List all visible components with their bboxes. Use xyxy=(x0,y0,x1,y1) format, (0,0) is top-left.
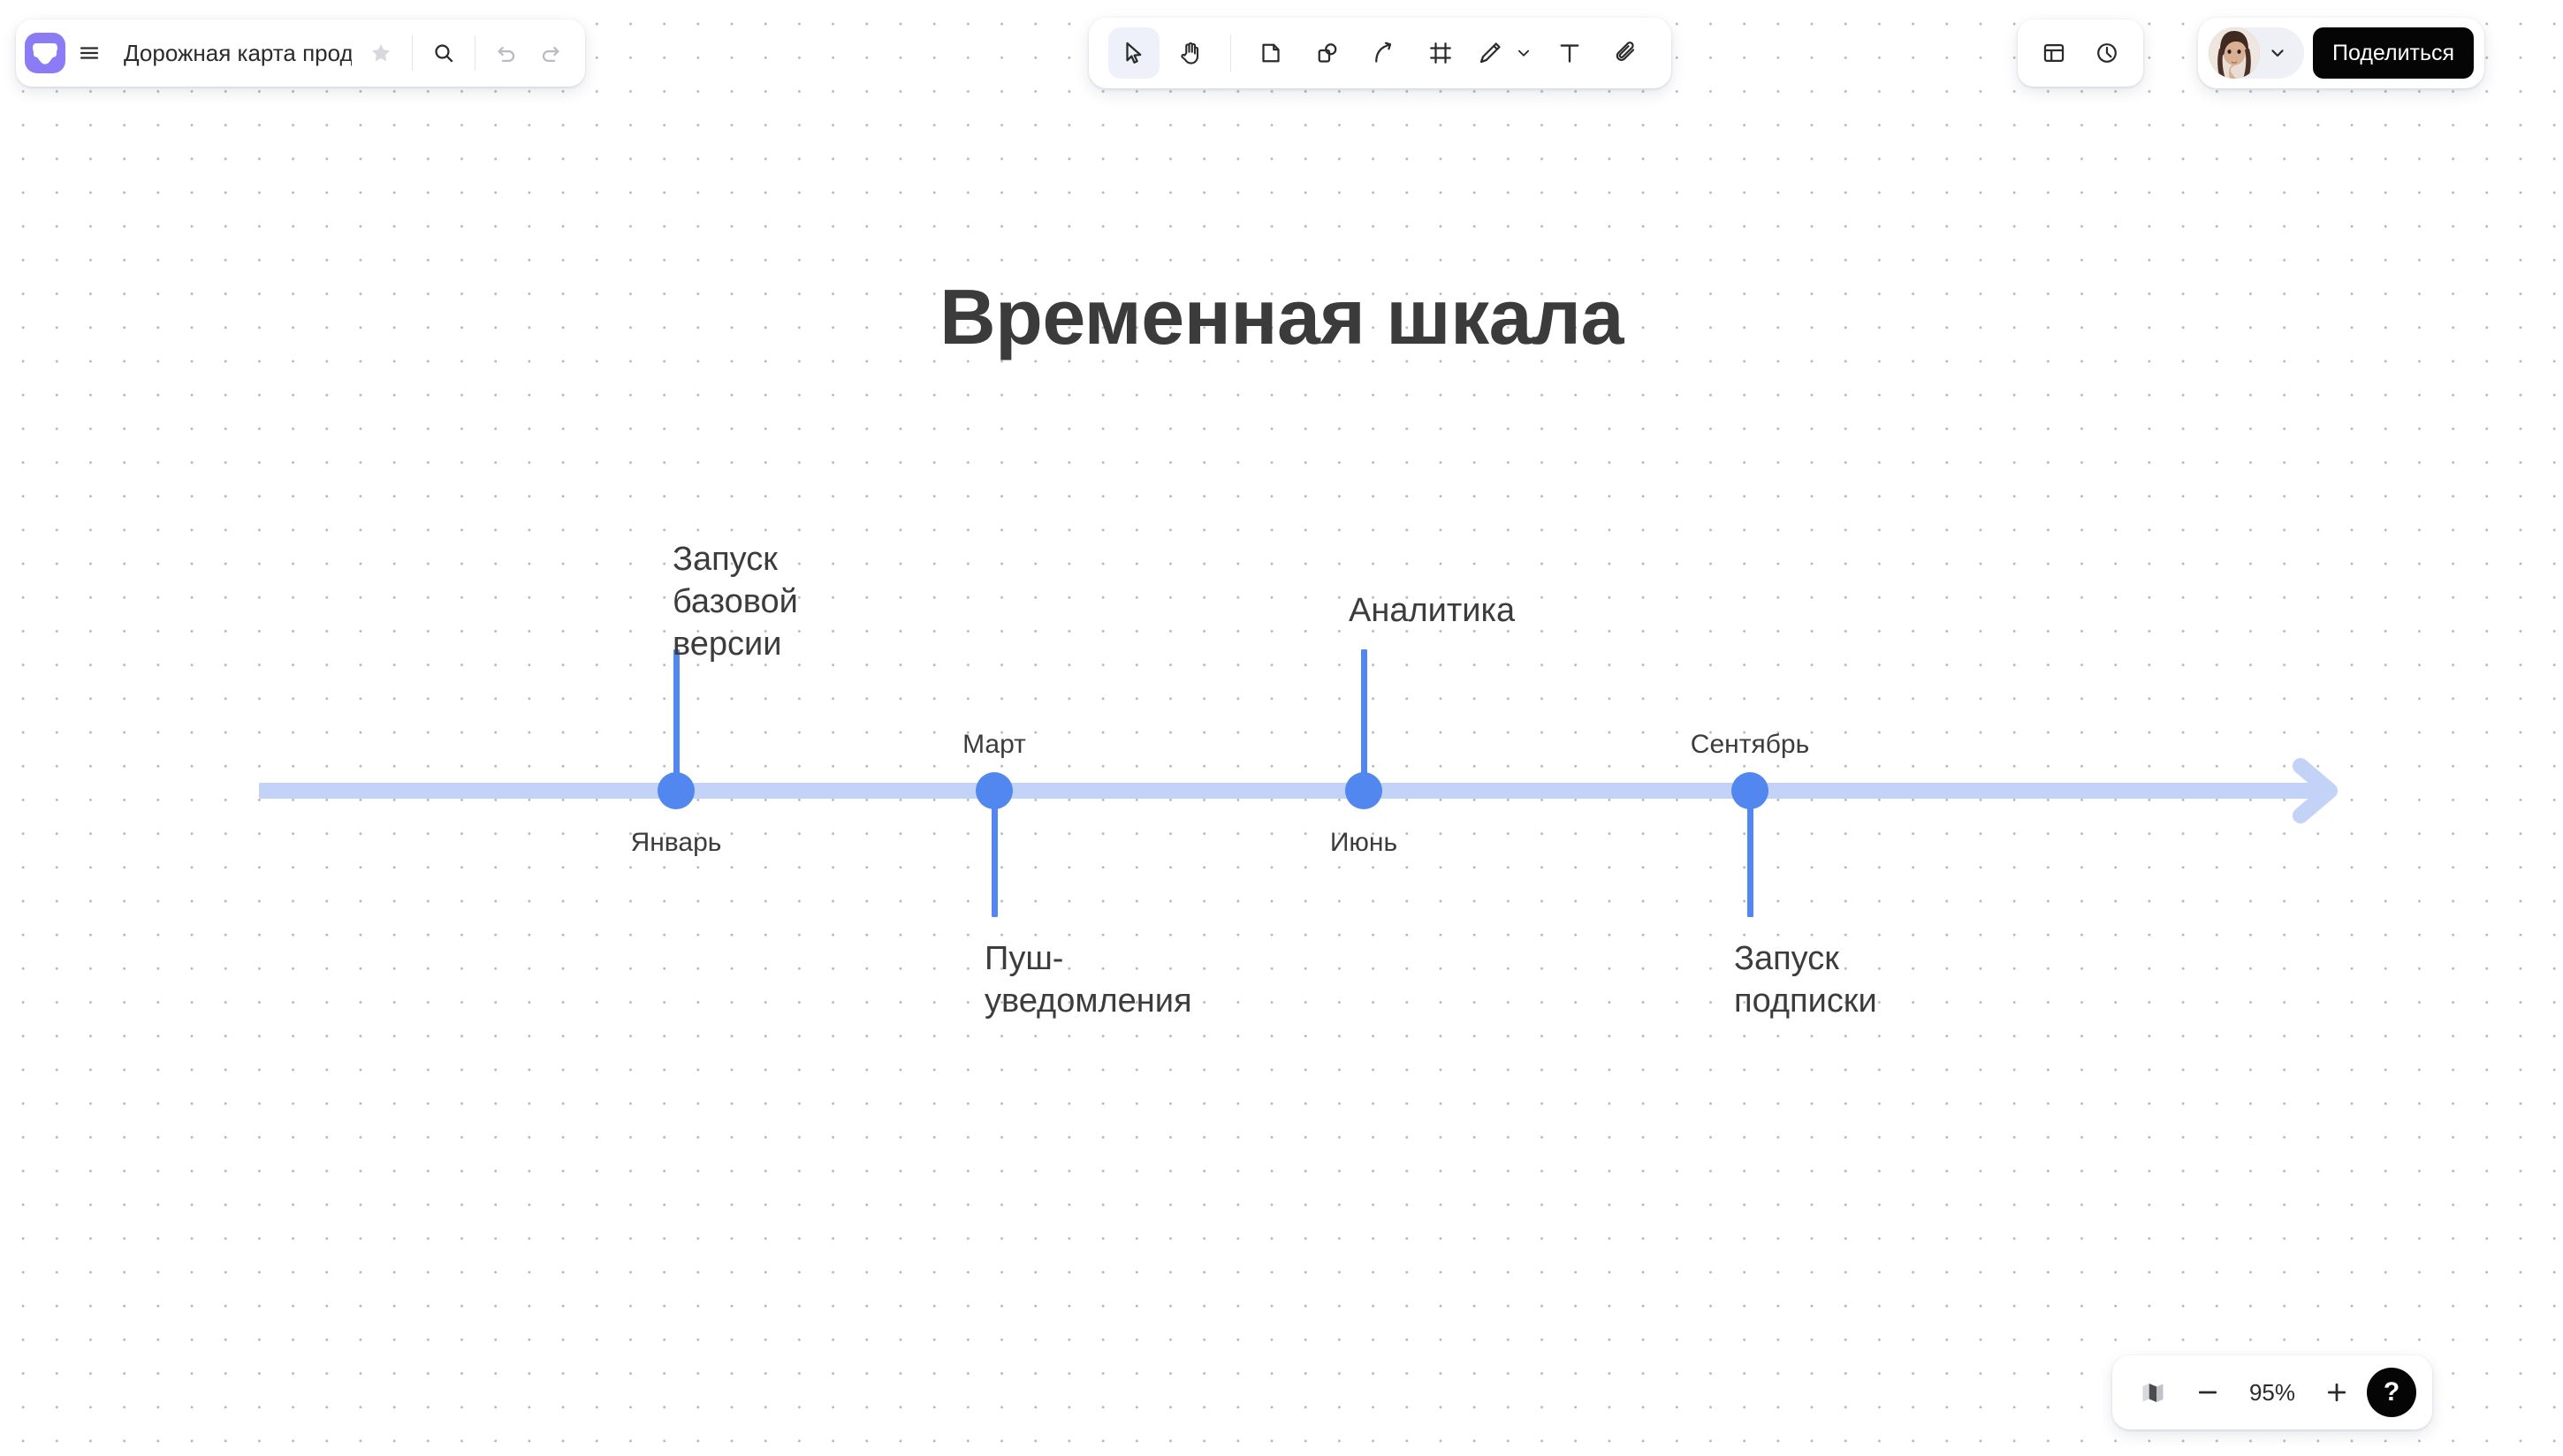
milestone-month-label: Январь xyxy=(630,828,722,857)
board-name-input[interactable]: Дорожная карта продукта xyxy=(124,39,352,66)
milestone-dot[interactable] xyxy=(1345,772,1382,809)
sticky-note-icon[interactable] xyxy=(1245,27,1297,79)
milestone-month-label: Март xyxy=(962,730,1026,759)
board-header-bar: Дорожная карта продукта xyxy=(16,19,585,87)
frame-icon[interactable] xyxy=(1415,27,1466,79)
zoom-in-button[interactable] xyxy=(2312,1368,2361,1417)
user-menu[interactable] xyxy=(2209,27,2304,79)
text-tool-icon[interactable] xyxy=(1544,27,1595,79)
timeline-axis xyxy=(259,783,2302,799)
milestone-stem xyxy=(673,649,680,777)
connector-line-icon[interactable] xyxy=(1358,27,1410,79)
view-options-bar xyxy=(2018,19,2143,87)
zoom-level-label[interactable]: 95% xyxy=(2248,1378,2296,1406)
clock-history-icon[interactable] xyxy=(2083,29,2131,77)
page-title: Временная шкала xyxy=(939,273,1624,360)
share-button[interactable]: Поделиться xyxy=(2313,27,2475,79)
share-bar: Поделиться xyxy=(2198,18,2485,88)
paperclip-icon[interactable] xyxy=(1601,27,1652,79)
milestone-dot[interactable] xyxy=(1731,772,1768,809)
help-button[interactable]: ? xyxy=(2367,1368,2416,1417)
shapes-icon[interactable] xyxy=(1302,27,1353,79)
redo-icon[interactable] xyxy=(530,33,571,73)
tools-toolbar xyxy=(1089,18,1671,88)
miro-logo-icon[interactable] xyxy=(25,33,65,73)
hamburger-menu-icon[interactable] xyxy=(69,33,110,73)
divider xyxy=(412,35,413,71)
cursor-arrow-icon[interactable] xyxy=(1108,27,1160,79)
avatar[interactable] xyxy=(2209,27,2260,79)
star-icon[interactable] xyxy=(361,33,401,73)
panels-layout-icon[interactable] xyxy=(2030,29,2078,77)
pencil-icon[interactable] xyxy=(1472,27,1509,79)
milestone-month-label: Июнь xyxy=(1329,828,1398,857)
hand-icon[interactable] xyxy=(1165,27,1216,79)
divider xyxy=(1230,34,1231,72)
chevron-down-icon[interactable] xyxy=(2260,35,2295,71)
zoom-bar: 95% ? xyxy=(2112,1355,2432,1429)
zoom-out-button[interactable] xyxy=(2183,1368,2232,1417)
milestone-stem xyxy=(991,789,998,917)
undo-icon[interactable] xyxy=(486,33,527,73)
chevron-down-icon[interactable] xyxy=(1509,27,1539,79)
milestone-stem xyxy=(1360,649,1367,777)
milestone-event-label: Запуск подписки xyxy=(1734,940,1877,1020)
milestone-event-label: Пуш-уведомления xyxy=(985,940,1192,1020)
pen-tool-group xyxy=(1472,27,1539,79)
milestone-dot[interactable] xyxy=(976,772,1013,809)
milestone-dot[interactable] xyxy=(658,772,695,809)
timeline-arrow-icon xyxy=(2274,758,2338,823)
milestone-stem xyxy=(1746,789,1753,917)
map-minimap-icon[interactable] xyxy=(2128,1368,2178,1417)
search-icon[interactable] xyxy=(423,33,464,73)
milestone-month-label: Сентябрь xyxy=(1690,730,1810,759)
